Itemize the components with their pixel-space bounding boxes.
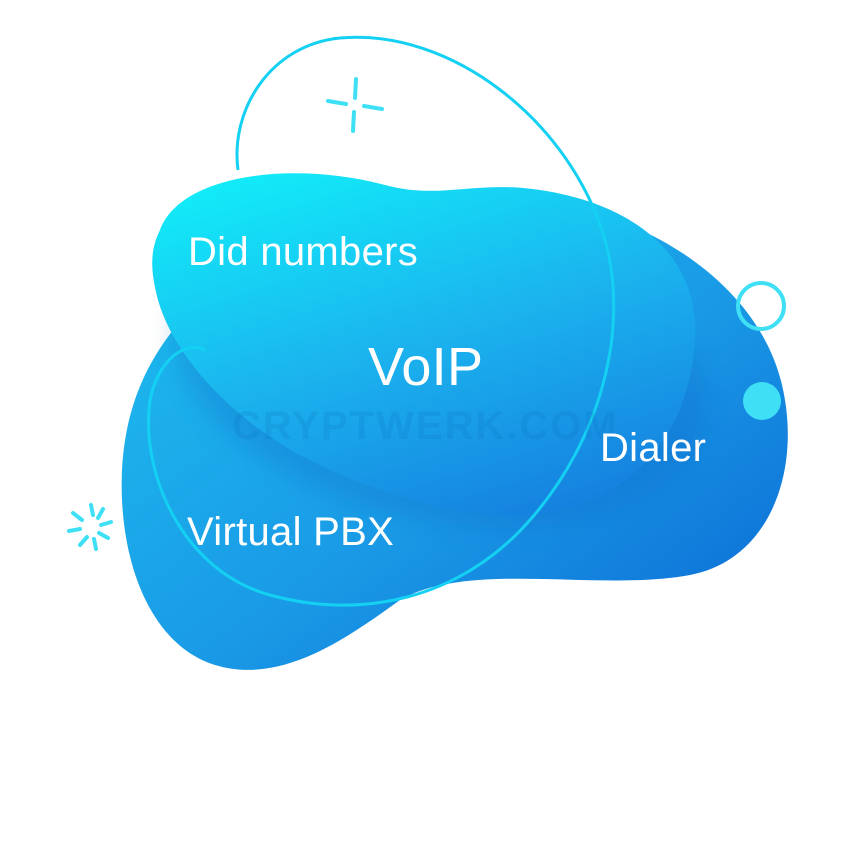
- dot-icon: [743, 382, 781, 420]
- burst-icon: [67, 503, 113, 551]
- plus-sparkle-icon: [326, 77, 384, 133]
- voip-label: VoIP: [368, 337, 484, 397]
- dialer-label: Dialer: [600, 426, 707, 470]
- did-numbers-label: Did numbers: [188, 230, 419, 274]
- virtual-pbx-label: Virtual PBX: [187, 510, 395, 554]
- watermark: CRYPTWERK.COM: [232, 404, 619, 448]
- front-blob: [152, 173, 696, 516]
- outline-ring: [147, 35, 616, 607]
- ring-icon: [736, 281, 786, 331]
